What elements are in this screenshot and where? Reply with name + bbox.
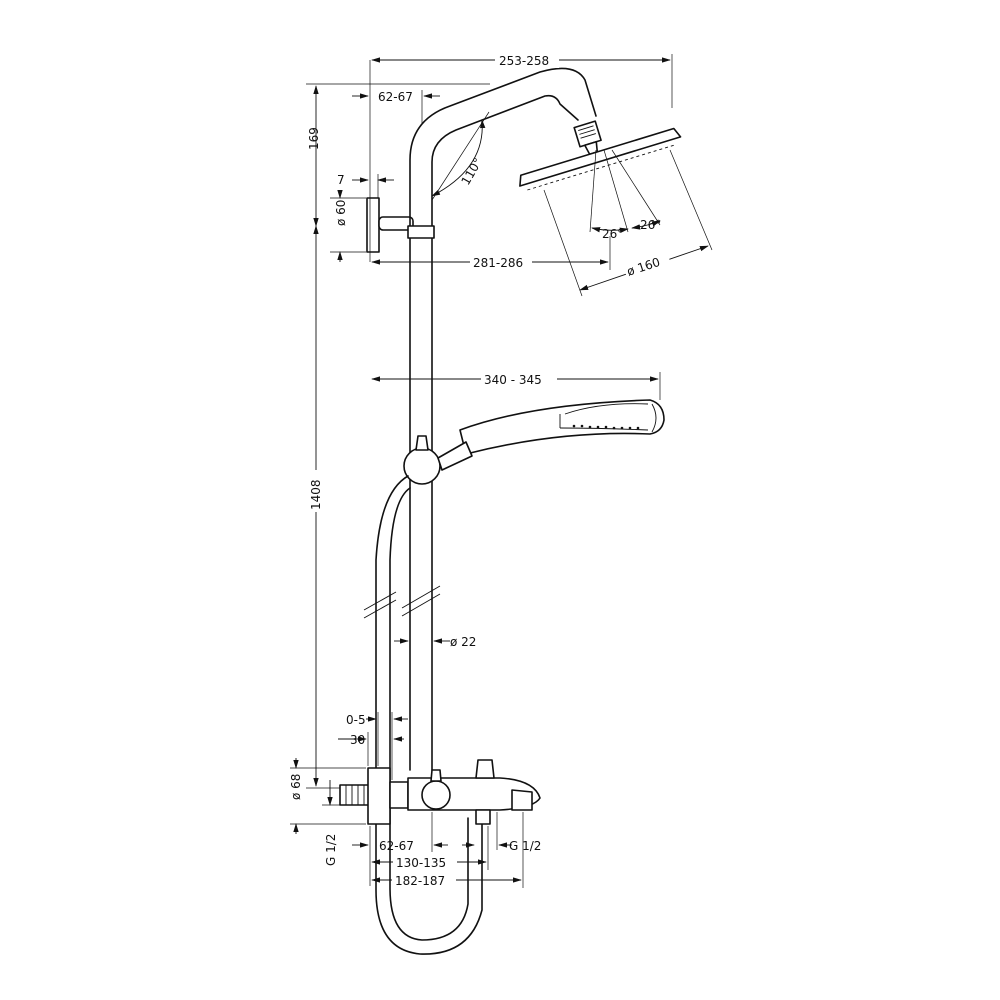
width-7-label: 7 (337, 173, 345, 187)
hand-shower (459, 399, 665, 455)
angle-110-label: 110° (458, 155, 485, 187)
handle-ring (389, 781, 409, 809)
shower-hose (375, 475, 483, 955)
height-1408-label: 1408 (309, 479, 323, 510)
diverter-knob (475, 759, 495, 779)
g-half-right-label: G 1/2 (509, 839, 541, 853)
width-253-258-label: 253-258 (499, 54, 549, 68)
center-valve (421, 780, 451, 810)
hose-connector (475, 809, 491, 825)
spray-angle-lines: 26° 26° (589, 149, 661, 241)
width-130-135-label: 130-135 (396, 856, 446, 870)
hand-shower-holder (403, 435, 473, 485)
dimensions: 253-258 62-67 169 7 ø 60 110° 281-286 (289, 52, 713, 888)
diameter-22-label: ø 22 (450, 635, 476, 649)
diameter-68-label: ø 68 (289, 774, 303, 800)
hand-shower-spray-holes (572, 424, 640, 430)
width-281-286-label: 281-286 (473, 256, 523, 270)
width-340-345-label: 340 - 345 (484, 373, 542, 387)
overhead-shower-head (519, 120, 682, 191)
width-30-label: 30 (350, 733, 365, 747)
width-182-187-label: 182-187 (395, 874, 445, 888)
width-0-5-label: 0-5 (346, 713, 366, 727)
angle-26-left-label: 26° (602, 227, 623, 241)
height-169-label: 169 (307, 127, 321, 150)
inlet-connector-left (339, 784, 371, 806)
diameter-160-label: ø 160 (625, 255, 662, 279)
wall-bracket (366, 197, 414, 253)
width-62-67-bottom-label: 62-67 (379, 839, 414, 853)
g-half-left-label: G 1/2 (324, 834, 338, 866)
shower-plate (519, 127, 682, 187)
width-62-67-top-label: 62-67 (378, 90, 413, 104)
diameter-60-label: ø 60 (334, 200, 348, 226)
left-handle (367, 767, 391, 825)
riser-collar (407, 225, 435, 239)
break-marks (363, 585, 441, 619)
spout (511, 789, 533, 811)
bracket-arm (378, 216, 414, 231)
thermostat-mixer (339, 759, 541, 825)
wall-rose (366, 197, 380, 253)
angle-26-right-label: 26° (640, 218, 661, 232)
